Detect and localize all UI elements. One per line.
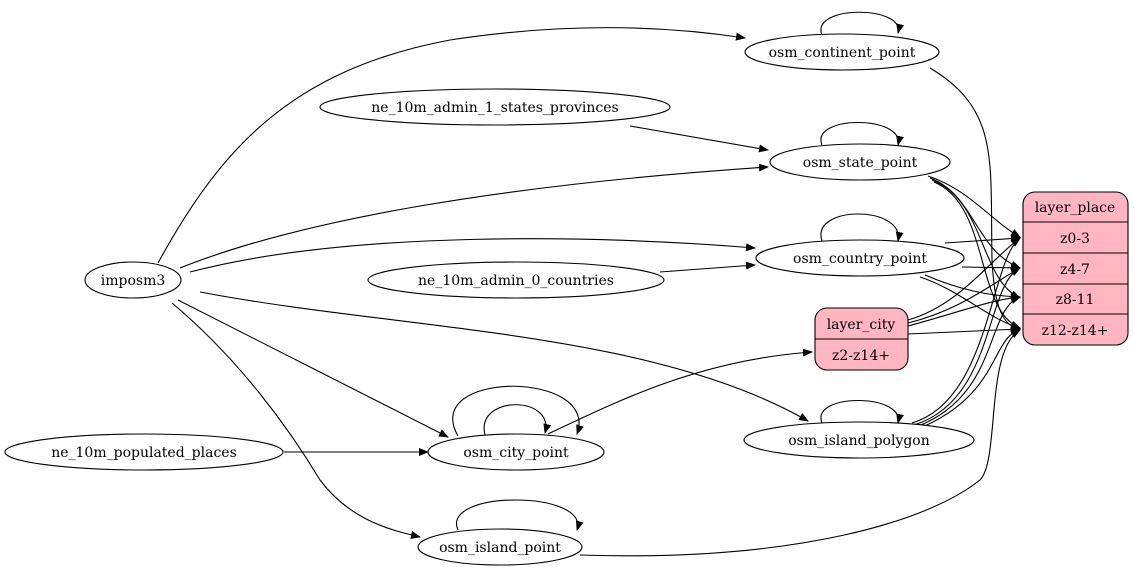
edge-city-place-z0: [907, 237, 1021, 321]
node-label: osm_city_point: [463, 445, 569, 461]
loop-country: [820, 213, 904, 242]
node-osm-country-point: osm_country_point: [755, 239, 965, 277]
edge-states-provinces-state: [629, 125, 769, 153]
edge-island-polygon-place-z8: [915, 296, 1021, 428]
node-label: ne_10m_populated_places: [51, 445, 237, 461]
edge-state-place-z0: [927, 175, 1021, 238]
node-label: osm_island_polygon: [788, 433, 930, 449]
node-layer-city: layer_city z2-z14+: [814, 307, 909, 371]
loop-continent: [820, 11, 905, 36]
node-layer-place: layer_place z0-3 z4-7 z8-11 z12-z14+: [1022, 191, 1129, 346]
edge-city-place-z4: [907, 267, 1021, 324]
loop-city-outer: [452, 385, 584, 437]
edge-imposm3-continent: [157, 27, 746, 264]
edge-city-place-z12: [907, 325, 1021, 335]
node-osm-island-polygon: osm_island_polygon: [743, 421, 975, 459]
node-label: imposm3: [101, 273, 166, 289]
node-label: osm_country_point: [793, 251, 927, 267]
edge-country-place-z12: [919, 276, 1021, 330]
edge-imposm3-city: [177, 299, 449, 438]
node-imposm3: imposm3: [84, 261, 182, 299]
node-osm-city-point: osm_city_point: [427, 433, 605, 471]
edge-state-place-z12: [933, 181, 1021, 329]
node-label: osm_island_point: [439, 540, 561, 556]
loop-city-inner: [483, 404, 552, 436]
edge-country-place-z8: [924, 274, 1021, 301]
record-field: z4-7: [1060, 262, 1090, 278]
edge-imposm3-country: [189, 238, 756, 273]
edge-island-point-place: [579, 329, 1021, 557]
edge-island-polygon-place-z12: [917, 328, 1021, 430]
record-field: z2-z14+: [832, 348, 890, 364]
loop-island-point: [455, 499, 584, 531]
node-osm-state-point: osm_state_point: [769, 143, 951, 181]
node-ne-10m-admin-1-states-provinces: ne_10m_admin_1_states_provinces: [319, 88, 671, 126]
edge-imposm3-state: [179, 163, 769, 269]
edge-island-polygon-place-z4: [913, 267, 1021, 426]
record-field: z0-3: [1060, 231, 1090, 247]
edge-imposm3-island-polygon: [199, 291, 809, 422]
edge-imposm3-island-point: [171, 302, 421, 539]
node-osm-continent-point: osm_continent_point: [744, 33, 940, 71]
node-osm-island-point: osm_island_point: [417, 528, 583, 566]
node-label: ne_10m_admin_0_countries: [418, 273, 614, 289]
edge-country-place-z4: [961, 263, 1021, 272]
record-title: layer_place: [1035, 200, 1116, 216]
record-field: z8-11: [1056, 292, 1095, 308]
edge-island-polygon-place-z0: [911, 237, 1021, 424]
node-label: ne_10m_admin_1_states_provinces: [371, 100, 618, 116]
edge-state-place-z8: [931, 179, 1021, 299]
node-ne-10m-admin-0-countries: ne_10m_admin_0_countries: [367, 261, 665, 299]
record-title: layer_city: [827, 317, 896, 333]
node-label: osm_continent_point: [769, 45, 916, 61]
edge-city-layer-city: [547, 348, 813, 435]
loop-island-polygon: [820, 400, 904, 424]
edges: [157, 11, 1021, 557]
edge-country-place-z0: [944, 234, 1021, 244]
edge-countries-country: [659, 261, 756, 273]
record-field: z12-z14+: [1042, 323, 1109, 339]
node-label: osm_state_point: [803, 155, 918, 171]
node-ne-10m-populated-places: ne_10m_populated_places: [4, 433, 284, 471]
loop-state: [820, 122, 904, 146]
